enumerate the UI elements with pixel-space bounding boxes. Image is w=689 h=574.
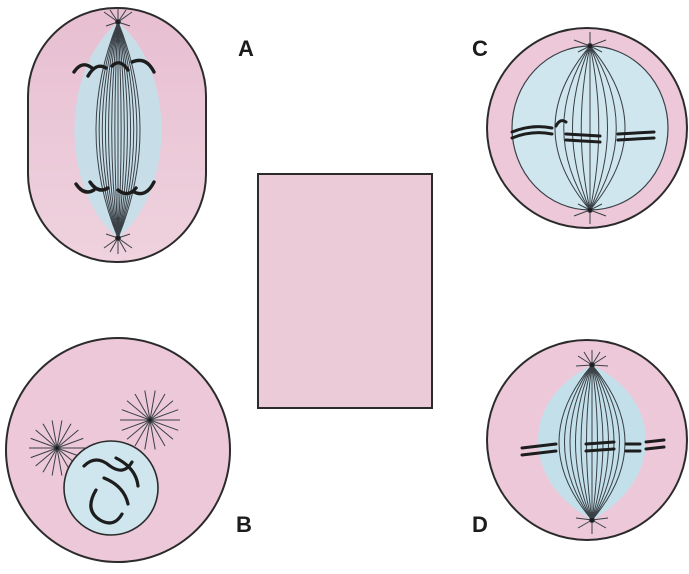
cell-a bbox=[28, 8, 206, 262]
cell-c bbox=[487, 28, 687, 228]
cell-b-nucleus bbox=[64, 441, 158, 535]
centrosome-dot bbox=[55, 446, 59, 450]
panel-label-d: D bbox=[472, 514, 488, 536]
panel-label-b: B bbox=[236, 514, 252, 536]
cell-b bbox=[6, 338, 230, 562]
panel-label-a: A bbox=[238, 38, 254, 60]
centrosome-dot bbox=[148, 418, 152, 422]
cell-d bbox=[487, 340, 687, 540]
blank-stage-box bbox=[258, 174, 432, 408]
panel-label-c: C bbox=[472, 38, 488, 60]
